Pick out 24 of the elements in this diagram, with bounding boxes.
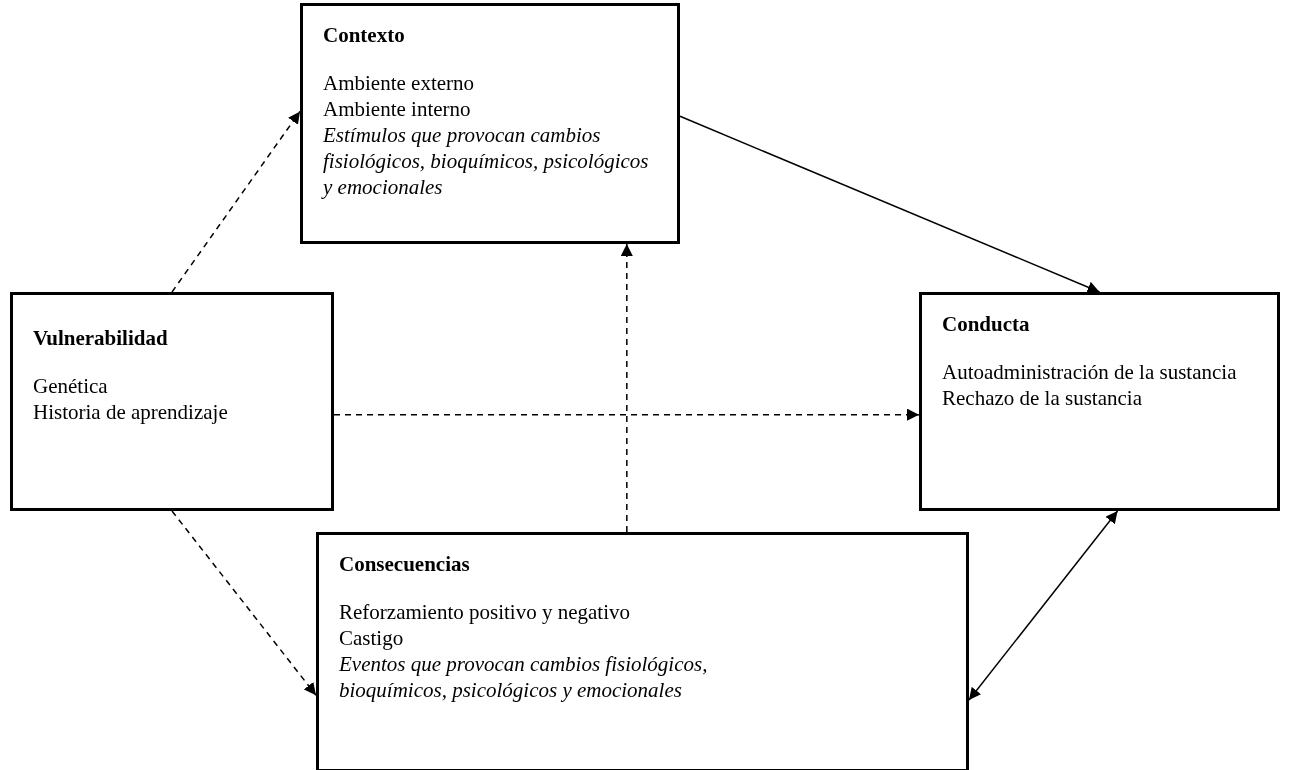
box-text: Historia de aprendizaje <box>33 399 229 425</box>
box-text: Ambiente interno <box>323 96 472 122</box>
concept-box <box>10 292 334 511</box>
box-heading: Consecuencias <box>339 551 471 577</box>
arrow <box>171 110 301 293</box>
arrow <box>968 510 1119 701</box>
arrow <box>620 243 633 533</box>
box-heading: Contexto <box>323 22 406 48</box>
box-text: Castigo <box>339 625 405 651</box>
box-heading: Conducta <box>942 311 1031 337</box>
arrow <box>333 408 920 421</box>
box-text: Ambiente externo <box>323 70 476 96</box>
box-text: Eventos que provocan cambios fisiológicos, bioquímicos, psicológicos y emocionales <box>339 651 709 703</box>
box-text: Reforzamiento positivo y negativo <box>339 599 632 625</box>
concept-box <box>919 292 1280 511</box>
box-text: Estímulos que provocan cambios fisiológicos, bioquímicos, psicológicos y emocionales <box>323 122 650 200</box>
box-heading: Vulnerabilidad <box>33 325 169 351</box>
arrow <box>679 115 1101 293</box>
box-text: Autoadministración de la sustancia <box>942 359 1238 385</box>
arrow <box>171 510 317 696</box>
box-text: Genética <box>33 373 109 399</box>
concept-box <box>300 3 680 244</box>
concept-box <box>316 532 969 770</box>
box-text: Rechazo de la sustancia <box>942 385 1143 411</box>
